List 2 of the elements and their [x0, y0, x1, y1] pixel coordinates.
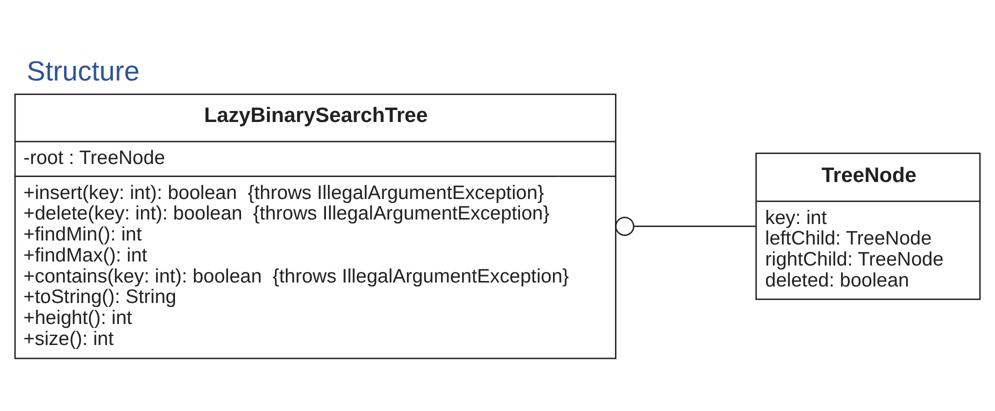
diagram-title: Structure [26, 55, 140, 86]
connector [615, 216, 756, 236]
